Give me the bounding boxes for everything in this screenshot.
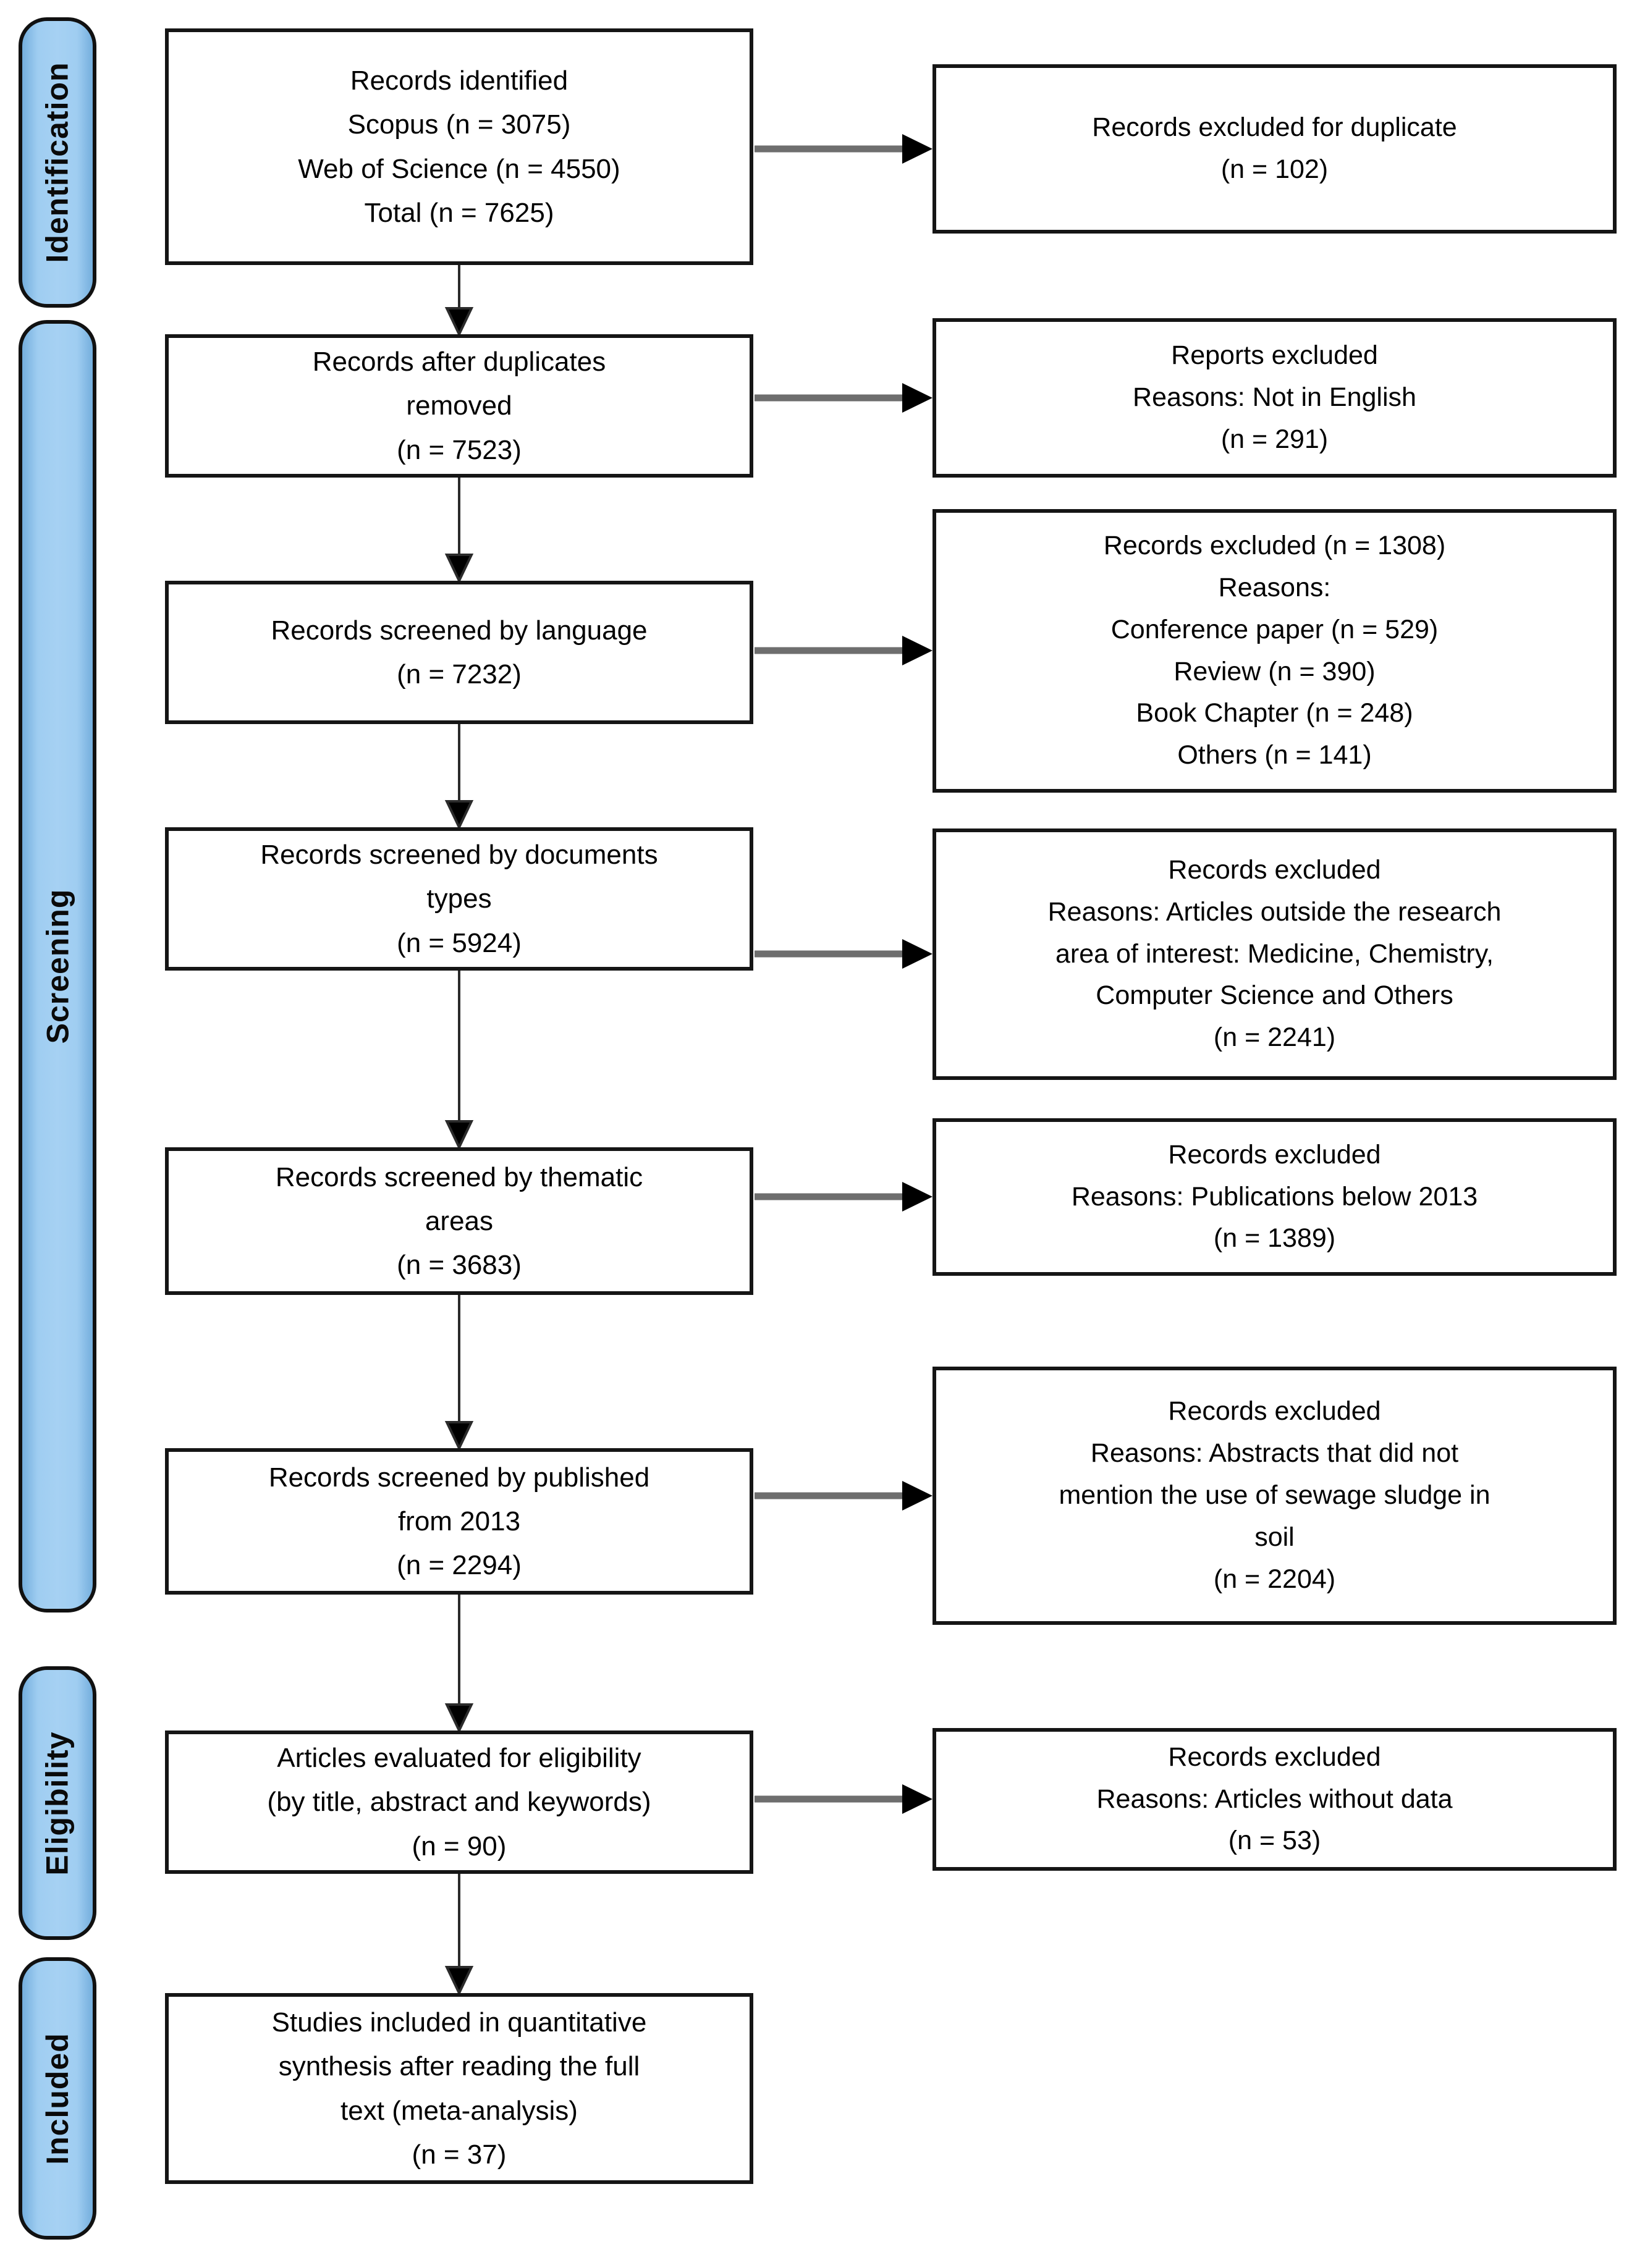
flow-box-screened-thematic-areas: Records screened by thematic areas (n = …	[165, 1147, 753, 1295]
exclusion-box-without-data: Records excluded Reasons: Articles witho…	[932, 1728, 1617, 1871]
exclusion-box-abstracts: Records excluded Reasons: Abstracts that…	[932, 1367, 1617, 1625]
flow-box-text: Records screened by documents types (n =…	[260, 840, 658, 958]
down-arrow-icon	[444, 265, 474, 1996]
flow-box-text: Articles evaluated for eligibility (by t…	[267, 1743, 651, 1861]
stage-pill-included: Included	[19, 1957, 96, 2240]
stage-pill-eligibility: Eligibility	[19, 1666, 96, 1940]
flow-box-included-studies: Studies included in quantitative synthes…	[165, 1993, 753, 2184]
exclusion-box-text: Records excluded Reasons: Abstracts that…	[1059, 1396, 1491, 1594]
exclusion-box-below-2013: Records excluded Reasons: Publications b…	[932, 1118, 1617, 1276]
flow-box-text: Records screened by thematic areas (n = …	[275, 1161, 643, 1281]
exclusion-box-research-areas: Records excluded Reasons: Articles outsi…	[932, 828, 1617, 1080]
exclusion-box-not-english: Reports excluded Reasons: Not in English…	[932, 318, 1617, 478]
exclusion-box-text: Records excluded Reasons: Articles outsi…	[1047, 854, 1502, 1053]
flow-box-records-identified: Records identified Scopus (n = 3075) Web…	[165, 28, 753, 265]
flow-box-screened-document-types: Records screened by documents types (n =…	[165, 827, 753, 971]
exclusion-box-text: Records excluded Reasons: Publications b…	[1071, 1139, 1478, 1254]
flow-box-text: Records after duplicates removed (n = 75…	[312, 347, 606, 465]
flow-box-screened-published-2013: Records screened by published from 2013 …	[165, 1448, 753, 1595]
flow-box-text: Studies included in quantitative synthes…	[271, 2007, 647, 2170]
flow-box-eligibility-evaluation: Articles evaluated for eligibility (by t…	[165, 1731, 753, 1874]
exclusion-box-duplicates: Records excluded for duplicate (n = 102)	[932, 64, 1617, 234]
stage-label: Identification	[40, 62, 75, 263]
flow-box-text: Records screened by published from 2013 …	[268, 1462, 650, 1581]
flow-box-text: Records screened by language (n = 7232)	[271, 615, 648, 689]
stage-label: Included	[40, 2032, 75, 2165]
stage-pill-screening: Screening	[19, 320, 96, 1612]
exclusion-box-document-types: Records excluded (n = 1308) Reasons: Con…	[932, 509, 1617, 793]
exclusion-box-text: Records excluded Reasons: Articles witho…	[1096, 1742, 1453, 1856]
exclusion-box-text: Records excluded for duplicate (n = 102)	[1092, 112, 1457, 184]
stage-label: Eligibility	[40, 1731, 75, 1876]
exclusion-box-text: Reports excluded Reasons: Not in English…	[1133, 340, 1416, 454]
flow-box-text: Records identified Scopus (n = 3075) Web…	[298, 65, 620, 228]
stage-pill-identification: Identification	[19, 17, 96, 308]
exclusion-box-text: Records excluded (n = 1308) Reasons: Con…	[1103, 530, 1446, 770]
stage-label: Screening	[40, 888, 75, 1044]
flow-box-duplicates-removed: Records after duplicates removed (n = 75…	[165, 334, 753, 478]
flow-box-screened-language: Records screened by language (n = 7232)	[165, 581, 753, 724]
right-arrow-icon	[755, 134, 932, 1814]
